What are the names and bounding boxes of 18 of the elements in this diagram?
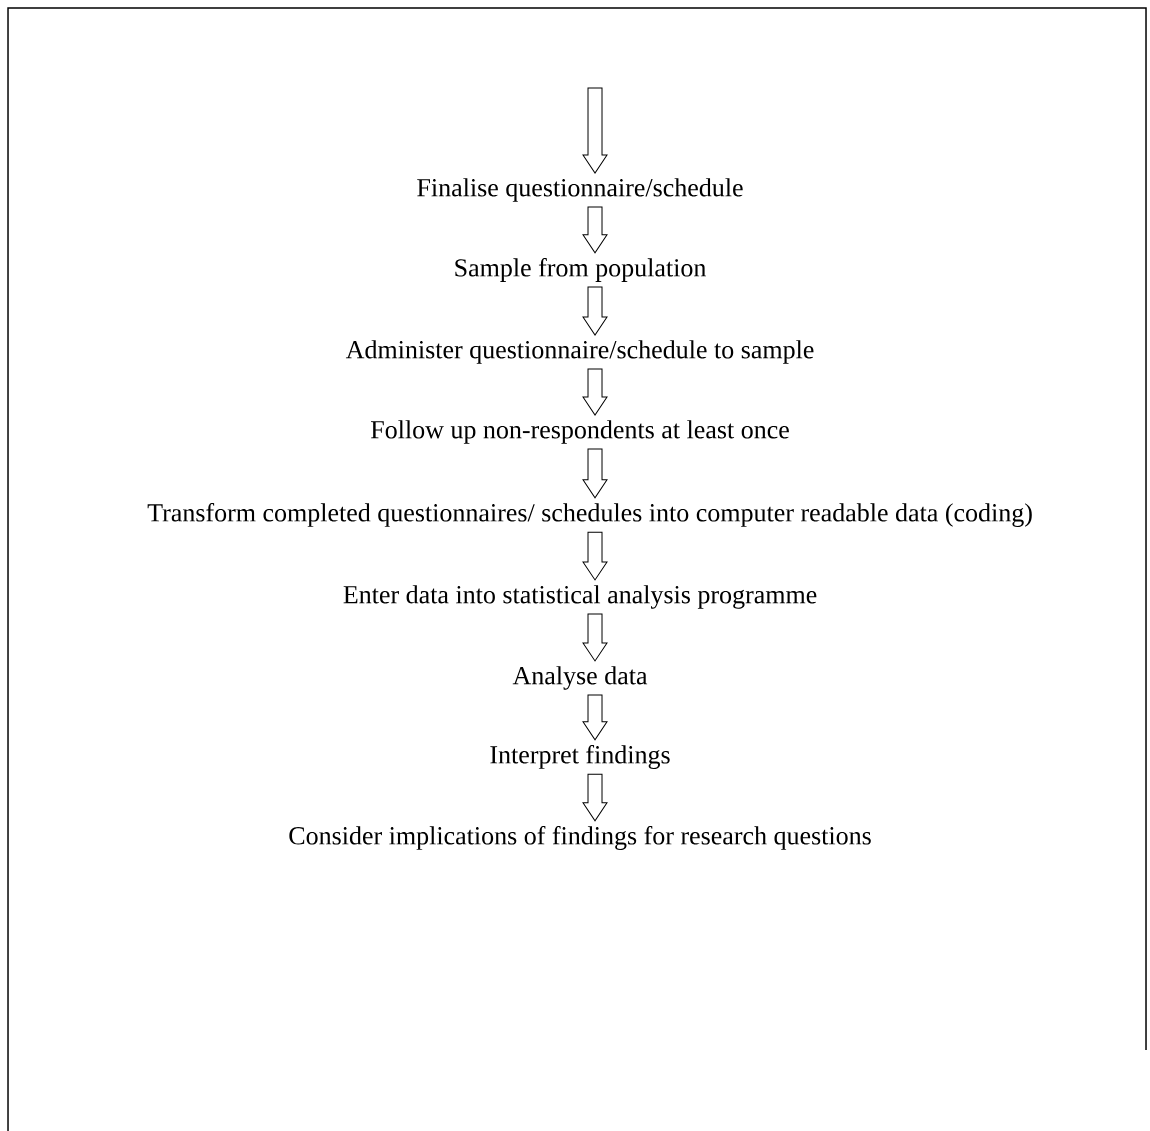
block-arrow [582, 368, 608, 416]
step-text: Enter data into statistical analysis programme [343, 585, 817, 609]
step-text: Consider implications of findings for research questions [289, 826, 871, 850]
block-arrow [582, 613, 608, 662]
block-arrow [582, 773, 608, 822]
step-text: Follow up non-respondents at least once [371, 420, 789, 444]
block-arrow [582, 448, 608, 499]
block-arrow [582, 206, 608, 254]
step-text: Analyse data [512, 666, 648, 690]
step-text: Interpret findings [490, 745, 670, 769]
step-text: Transform completed questionnaires/ schedules into computer readable data (coding) [147, 503, 1032, 527]
step-text: Finalise questionnaire/schedule [417, 178, 743, 202]
block-arrow [582, 531, 608, 581]
block-arrow [582, 87, 608, 174]
step-text: Sample from population [455, 258, 706, 282]
step-text: Administer questionnaire/schedule to sample [345, 340, 814, 364]
block-arrow [582, 286, 608, 336]
block-arrow [582, 694, 608, 741]
